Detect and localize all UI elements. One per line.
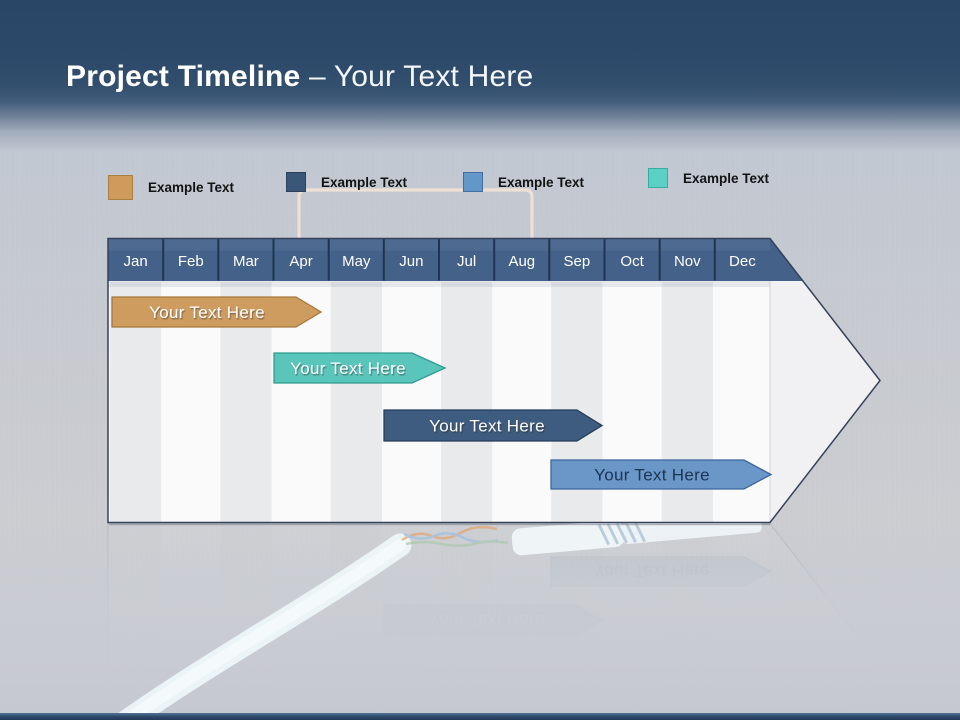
legend-item[interactable]: Example Text xyxy=(463,172,584,192)
reflection-fade xyxy=(0,523,960,720)
slide-title-primary[interactable]: Project Timeline xyxy=(66,60,301,93)
legend-label[interactable]: Example Text xyxy=(683,170,770,186)
legend-label[interactable]: Example Text xyxy=(148,180,235,195)
footer-band xyxy=(0,713,960,720)
legend-item[interactable]: Example Text xyxy=(286,172,407,192)
legend-label[interactable]: Example Text xyxy=(321,174,408,190)
legend-item[interactable]: Example Text xyxy=(108,175,234,200)
legend-item[interactable]: Example Text xyxy=(648,168,769,188)
title-band xyxy=(0,0,960,154)
legend-swatch-teal[interactable] xyxy=(648,168,668,188)
slide-title-secondary[interactable]: – Your Text Here xyxy=(308,60,534,93)
legend-swatch-darkblue[interactable] xyxy=(286,172,306,192)
legend-swatch-blue[interactable] xyxy=(463,172,483,192)
legend-label[interactable]: Example Text xyxy=(498,174,585,190)
legend-swatch-tan[interactable] xyxy=(108,175,133,200)
slide-title[interactable]: Project Timeline – Your Text Here xyxy=(66,60,533,94)
